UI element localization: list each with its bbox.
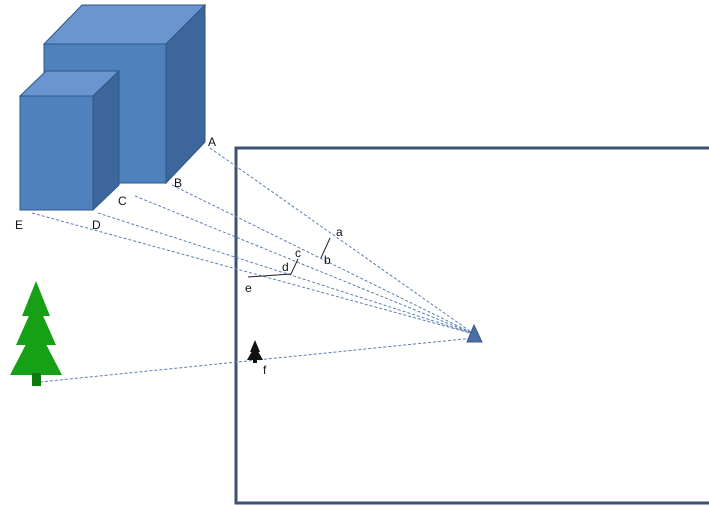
label-D: D bbox=[92, 218, 101, 232]
sight-line-b bbox=[171, 184, 475, 335]
tree-tier-bottom bbox=[10, 325, 62, 375]
segment-c-d bbox=[290, 258, 299, 275]
label-B: B bbox=[174, 176, 182, 190]
tree-trunk bbox=[32, 373, 41, 386]
small-tree-icon bbox=[247, 340, 263, 363]
label-d: d bbox=[282, 260, 289, 274]
front-block-side bbox=[92, 69, 120, 212]
label-c: c bbox=[295, 246, 301, 260]
segment-a-b bbox=[320, 237, 331, 259]
label-b: b bbox=[324, 253, 331, 267]
building-3d-icon bbox=[18, 3, 207, 212]
observer-eye-icon bbox=[466, 323, 483, 343]
small-tree-bottom bbox=[247, 346, 263, 360]
observer-shape bbox=[466, 323, 483, 343]
label-C: C bbox=[118, 194, 127, 208]
sight-lines bbox=[31, 147, 475, 383]
sight-line-c bbox=[134, 195, 475, 335]
front-block-front bbox=[19, 95, 94, 211]
label-A: A bbox=[208, 135, 216, 149]
tree-tier-middle bbox=[16, 300, 56, 345]
label-e: e bbox=[245, 281, 252, 295]
label-a: a bbox=[336, 225, 343, 239]
pine-tree-icon bbox=[10, 281, 62, 386]
label-E: E bbox=[15, 218, 23, 232]
picture-plane-frame bbox=[234, 146, 709, 505]
tree-tier-top bbox=[22, 281, 50, 316]
segment-d-e bbox=[247, 273, 292, 278]
sight-line-f bbox=[39, 337, 475, 383]
sight-line-e bbox=[31, 212, 475, 335]
label-f: f bbox=[263, 363, 267, 377]
projected-segments bbox=[247, 237, 331, 278]
sight-line-a bbox=[209, 147, 475, 335]
small-tree-trunk bbox=[253, 359, 257, 363]
sight-line-d bbox=[97, 212, 475, 335]
